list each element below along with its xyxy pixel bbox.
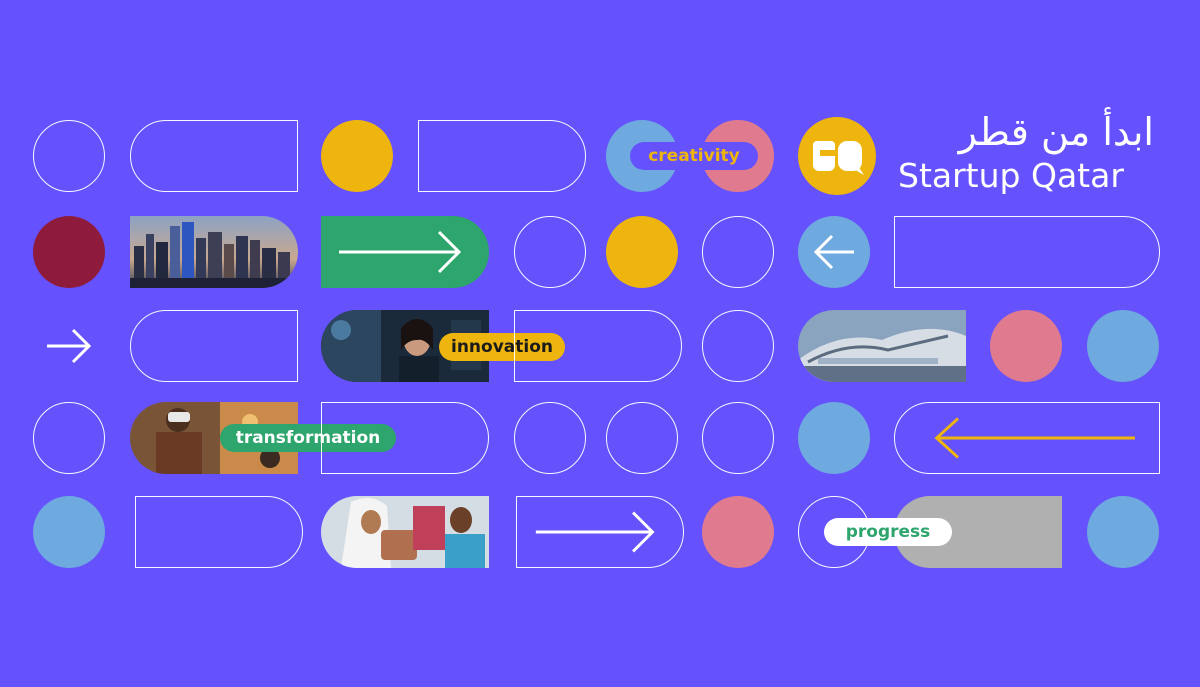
pink-circle (702, 496, 774, 568)
doha-skyline-photo (130, 216, 298, 288)
outline-circle (606, 402, 678, 474)
outline-pill-right (135, 496, 303, 568)
progress-label: progress (824, 518, 952, 546)
blue-circle (1087, 310, 1159, 382)
outline-pill-right (894, 216, 1160, 288)
sq-logo (798, 117, 876, 195)
arrow-right-icon (535, 511, 655, 553)
arrow-right-icon (47, 328, 92, 364)
outline-pill-right (418, 120, 586, 192)
outline-pill-left (130, 310, 298, 382)
green-arrow-pill (321, 216, 489, 288)
outline-circle (514, 402, 586, 474)
yellow-circle (606, 216, 678, 288)
outline-circle (33, 402, 105, 474)
airport-photo (798, 310, 966, 382)
blue-circle (798, 402, 870, 474)
brand-name-arabic: ابدأ من قطر (958, 110, 1154, 154)
outline-pill-right (321, 402, 489, 474)
outline-circle (33, 120, 105, 192)
arrow-right-icon (339, 230, 462, 274)
outline-pill-left (130, 120, 298, 192)
brand-name-english: Startup Qatar (898, 156, 1124, 195)
blue-circle (1087, 496, 1159, 568)
outline-circle (514, 216, 586, 288)
arrow-left-icon (813, 234, 854, 270)
yellow-circle (321, 120, 393, 192)
blue-circle (33, 496, 105, 568)
outline-arrow-pill (516, 496, 684, 568)
outline-pill-left-arrow (894, 402, 1160, 474)
creativity-label: creativity (630, 142, 758, 170)
creativity-pink-ring (702, 120, 774, 192)
outline-circle (702, 216, 774, 288)
maroon-circle (33, 216, 105, 288)
outline-pill-right (514, 310, 682, 382)
white-arrow (33, 310, 105, 382)
sq-logo-mark (813, 141, 864, 175)
woman-tech-photo (321, 310, 489, 382)
outline-circle (702, 402, 774, 474)
outline-circle (702, 310, 774, 382)
blue-arrow-circle (798, 216, 870, 288)
pink-circle (990, 310, 1062, 382)
arrow-left-icon (934, 417, 1135, 459)
men-tablet-photo (321, 496, 489, 568)
